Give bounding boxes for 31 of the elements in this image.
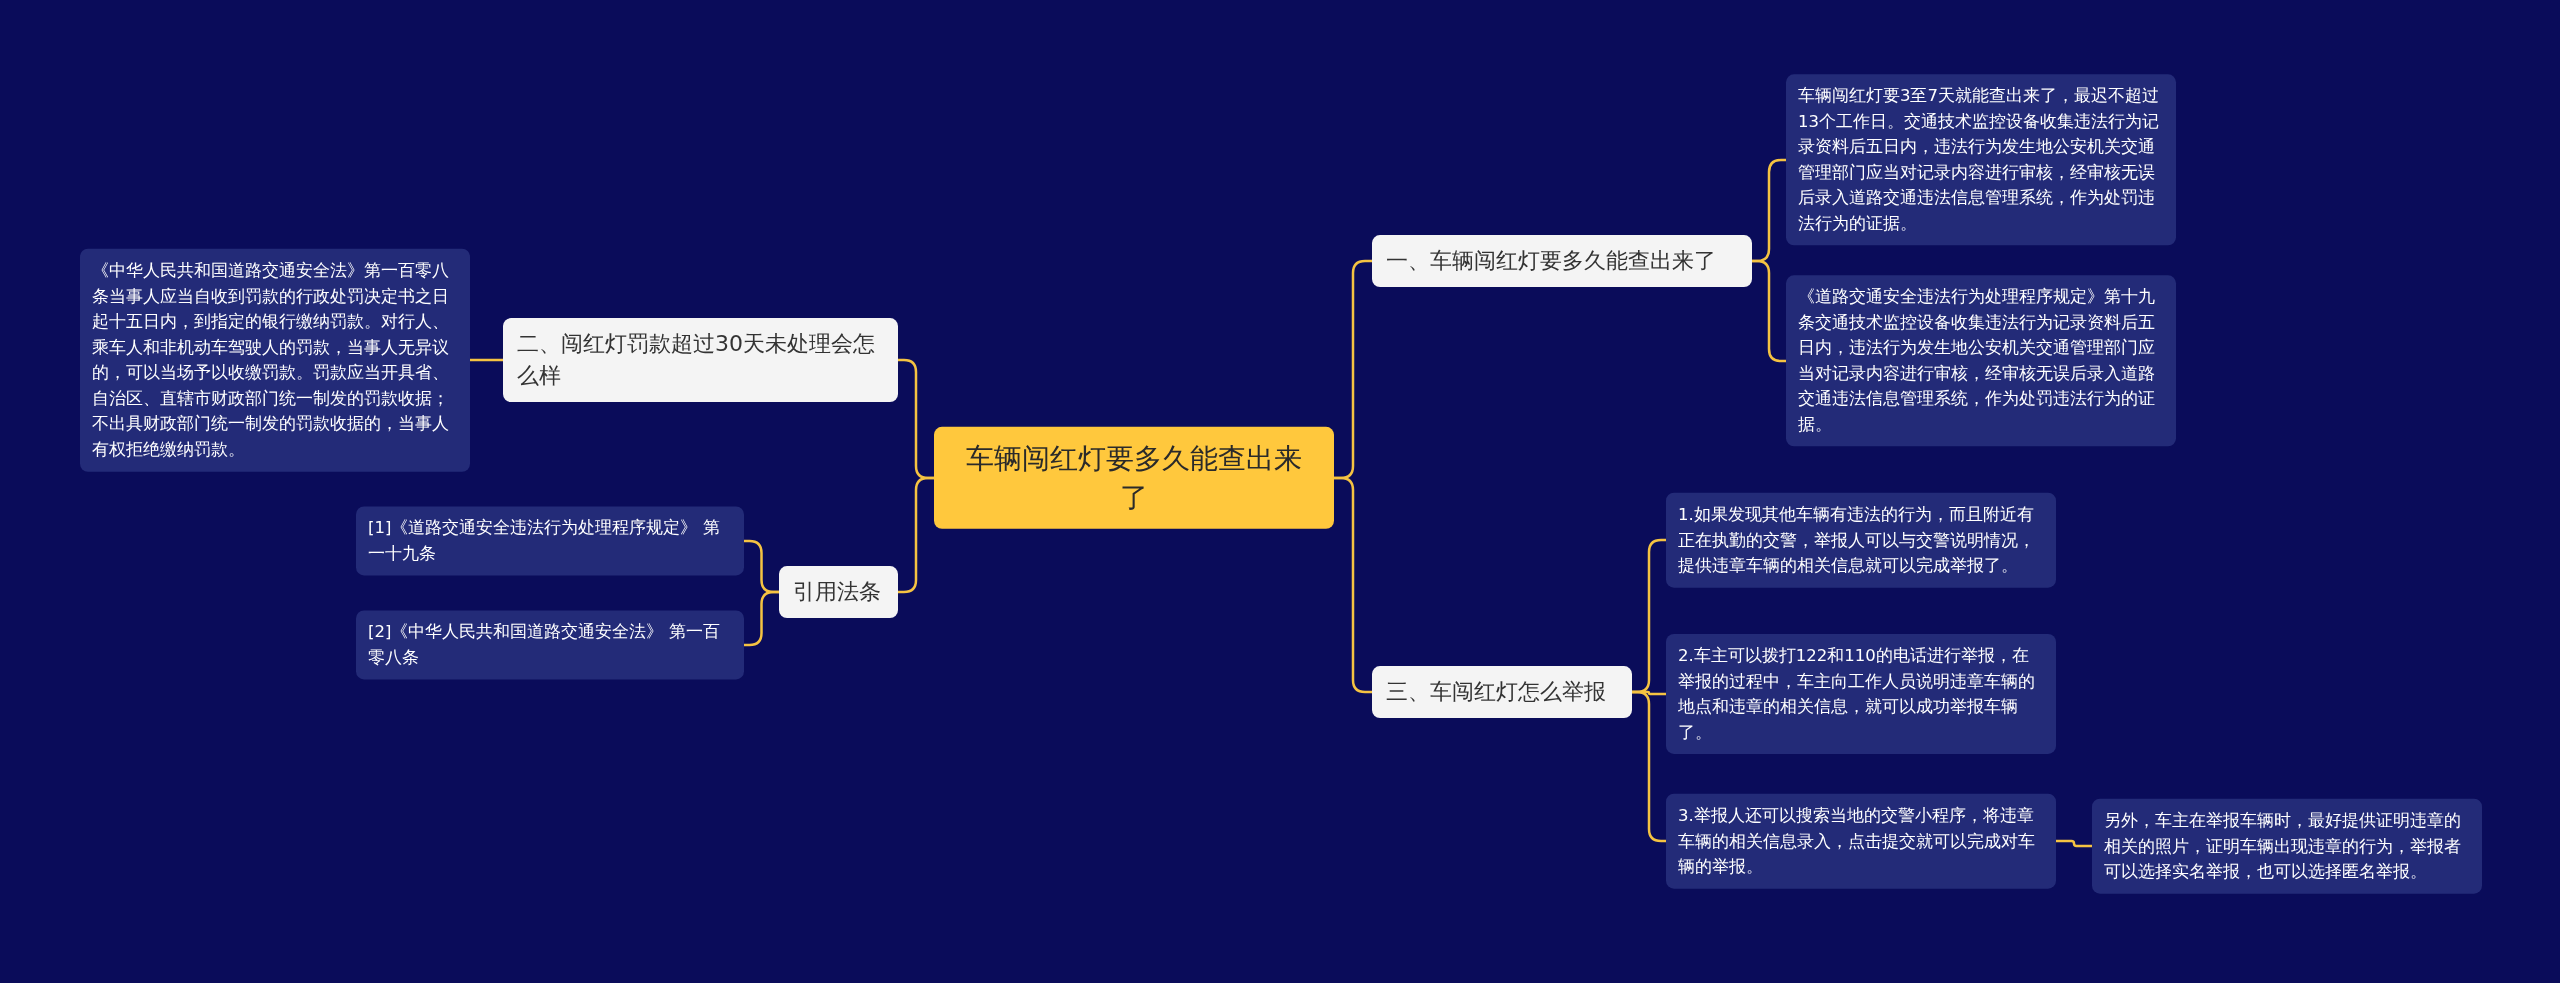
note-card <box>1666 633 2056 755</box>
topic-text: 引用法条 <box>793 578 882 607</box>
note-card <box>2092 798 2482 894</box>
note-card <box>356 506 744 576</box>
connector-line <box>1334 476 1372 694</box>
note-text: 车辆闯红灯要3至7天就能查出来了，最迟不超过13个工作日。交通技术监控设备收集违法行为记录资料后五日内，违法行为发生地公安机关交通管理部门应当对记录内容进行审核，经审核无误后录入道路交通违法信息管理系统，作为处罚违法行为的证据。 <box>1798 85 2160 236</box>
note-text: 《道路交通安全违法行为处理程序规定》第十九条交通技术监控设备收集违法行为记录资料后五日内，违法行为发生地公安机关交通管理部门应当对记录内容进行审核，经审核无误后录入道路交通违法信息管理系统，作为处罚违法行为的证据。 <box>1798 286 2156 437</box>
note-text: 3.举报人还可以搜索当地的交警小程序，将违章车辆的相关信息录入，点击提交就可以完成对车辆的举报。 <box>1678 804 2036 878</box>
central-topic-box <box>934 426 1334 530</box>
note-text: 另外，车主在举报车辆时，最好提供证明违章的相关的照片，证明车辆出现违章的行为，举报者可以选择实名举报，也可以选择匿名举报。 <box>2104 809 2462 883</box>
note-text: 《中华人民共和国道路交通安全法》第一百零八条当事人应当自收到罚款的行政处罚决定书之日起十五日内，到指定的银行缴纳罚款。对行人、乘车人和非机动车驾驶人的罚款，当事人无异议的，可以当场予以收缴罚款。罚款应当开具省、自治区、直辖市财政部门统一制发的罚款收据；不出具财政部门统一制发的罚款收据的，当事人有权拒绝缴纳罚款。 <box>92 259 450 461</box>
note-card <box>1786 275 2176 447</box>
branch-topic-box <box>503 318 898 402</box>
note-card <box>1666 492 2056 588</box>
topic-text: 二、闯红灯罚款超过30天未处理会怎么样 <box>517 330 876 390</box>
note-text: [1]《道路交通安全违法行为处理程序规定》 第一十九条 <box>368 517 721 565</box>
topic-text: 一、车辆闯红灯要多久能查出来了 <box>1386 247 1717 276</box>
note-card <box>1666 793 2056 889</box>
note-text: [2]《中华人民共和国道路交通安全法》 第一百零八条 <box>368 621 721 669</box>
note-card <box>80 248 470 472</box>
branch-topic-box <box>1372 235 1752 287</box>
connector-line <box>2056 839 2092 848</box>
topic-text: 车辆闯红灯要多久能查出来了 <box>965 440 1303 516</box>
topic-text: 三、车闯红灯怎么举报 <box>1386 678 1607 707</box>
note-card <box>356 610 744 680</box>
branch-topic-box <box>779 566 898 618</box>
note-text: 1.如果发现其他车辆有违法的行为，而且附近有正在执勤的交警，举报人可以与交警说明情况，提供违章车辆的相关信息就可以完成举报了。 <box>1678 503 2036 577</box>
note-card <box>1786 74 2176 246</box>
note-text: 2.车主可以拨打122和110的电话进行举报，在举报的过程中，车主向工作人员说明违章车辆的地点和违章的相关信息，就可以成功举报车辆了。 <box>1678 644 2036 744</box>
branch-topic-box <box>1372 666 1632 718</box>
connector-line <box>470 358 503 362</box>
